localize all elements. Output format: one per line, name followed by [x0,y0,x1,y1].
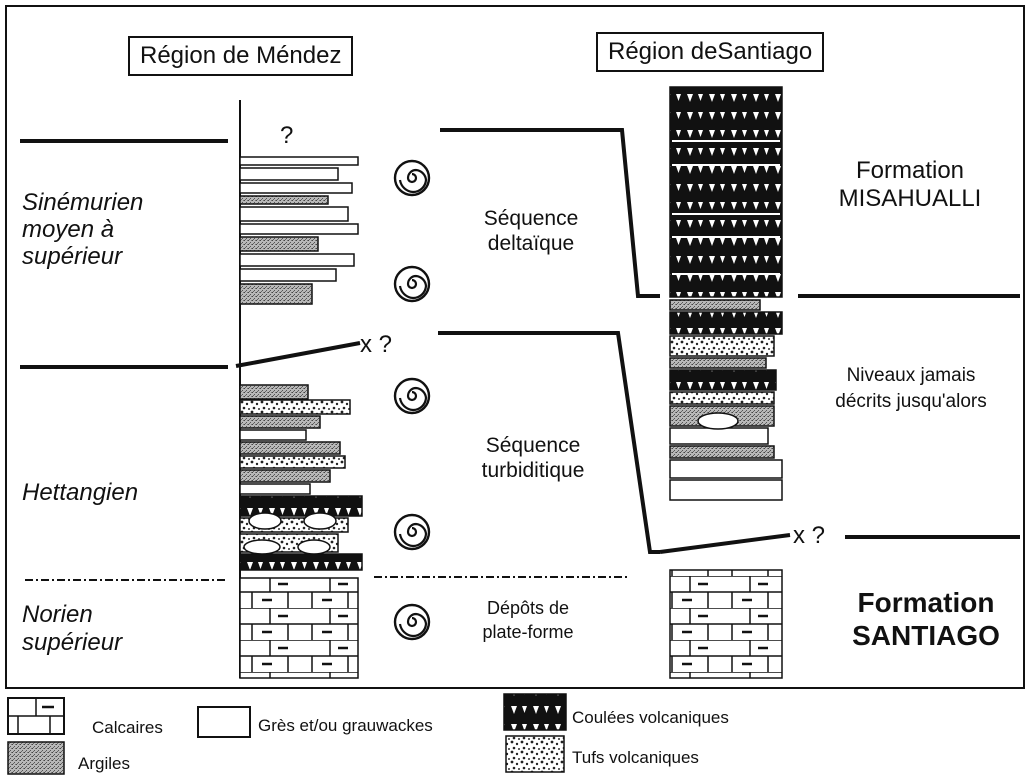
legend-coulees-label: Coulées volcaniques [572,708,729,727]
ammonite-icon [393,377,431,415]
niveaux-label-1: Niveaux jamais [846,365,976,386]
uncertain-top-marker: ? [280,122,294,149]
correlation-line-left [235,341,361,368]
stage-norien-1: Norien [22,601,93,628]
ammonite-icon [393,603,431,641]
diagram-frame [5,5,1025,689]
legend-tufs-label: Tufs volcaniques [572,748,699,767]
ammonite-icon [393,513,431,551]
legend-gres-label: Grès et/ou grauwackes [258,716,433,735]
correlation-line-right [659,533,791,554]
sequence-deltaique-2: deltaïque [487,232,575,255]
mendez-column [239,100,363,679]
stage-hettangien: Hettangien [22,479,139,506]
sequence-plateforme-2: plate-forme [482,622,574,642]
correlation-line-deltaic [440,128,660,298]
ammonite-icon [393,265,431,303]
stage-norien-2: supérieur [22,629,123,656]
correlation-line-turbiditic [438,331,660,554]
legend-calcaires-label: Calcaires [92,718,163,737]
niveaux-label-2: décrits jusqu'alors [835,391,987,412]
sequence-turbiditique-2: turbiditique [481,459,585,482]
stage-sinemurien-1: Sinémurien [22,189,144,216]
sequence-plateforme-1: Dépôts de [486,598,570,618]
ammonite-icon [393,159,431,197]
stage-sinemurien-3: supérieur [22,243,123,270]
santiago-column [669,86,783,679]
ammonite-fossils [393,159,431,641]
sequence-deltaique-1: Séquence [483,207,579,230]
legend-argiles-label: Argiles [78,754,130,773]
sequence-turbiditique-1: Séquence [485,434,581,457]
stage-sinemurien-2: moyen à [22,216,115,243]
formation-santiago-2: SANTIAGO [852,620,1000,651]
legend-swatches [7,693,567,775]
formation-misahualli-2: MISAHUALLI [838,185,982,212]
uncertain-contact-marker-left: x ? [360,331,393,358]
formation-misahualli-1: Formation [855,157,965,184]
region-mendez-label: Région de Méndez [128,36,354,76]
region-santiago-label: Région deSantiago [596,32,825,72]
formation-santiago-1: Formation [857,587,995,618]
uncertain-contact-marker-right: x ? [793,522,826,549]
